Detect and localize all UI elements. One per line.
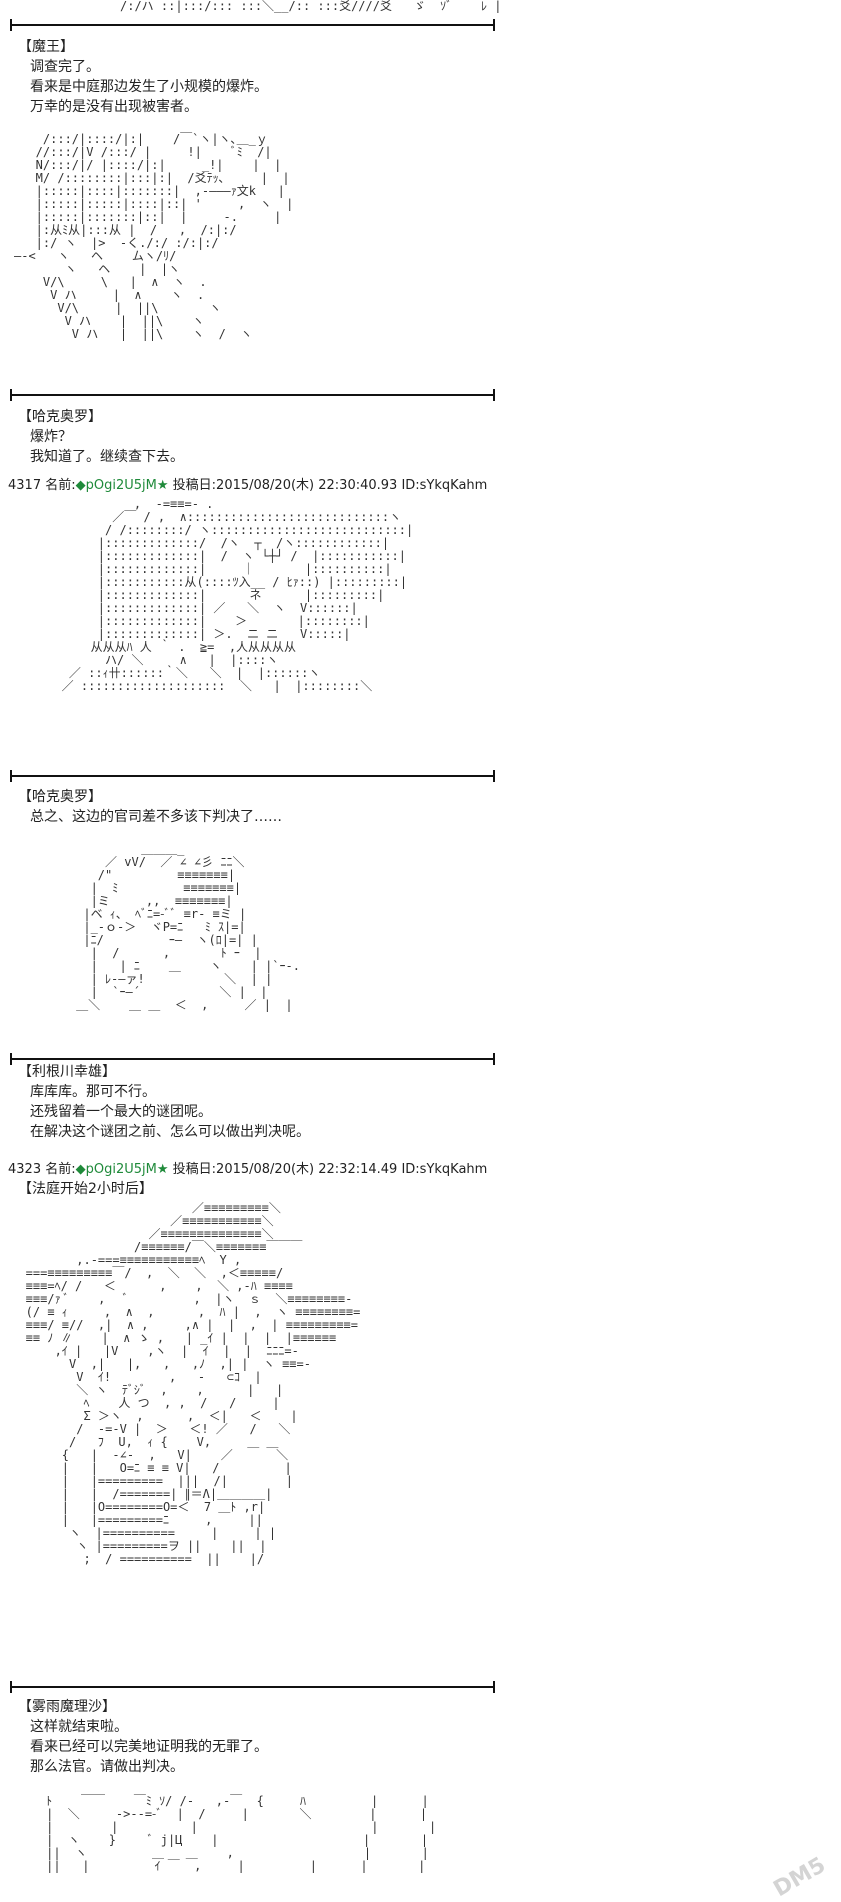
ascii-art-bottom: ﾄ ￣￣ ￣ﾐ ｿ/ /- ,-￣ { ﾊ | | | ＼ ->--=-ﾞ | … xyxy=(46,1794,437,1873)
dialogue-line: 我知道了。继续查下去。 xyxy=(30,449,184,465)
watermark-logo: DM5 xyxy=(768,1852,830,1902)
dialogue-line: 爆炸？ xyxy=(30,429,72,445)
dialogue-line: 万幸的是没有出现被害者。 xyxy=(30,99,198,115)
ascii-art-maou: /:::/|::::/|:| /￣`ヽ|ヽ､＿_ｙ //:::/|V /:::/… xyxy=(14,132,294,341)
dialogue-line: 总之、这边的官司差不多该下判决了…… xyxy=(30,809,282,825)
post-date-label: 投稿日: xyxy=(172,478,217,493)
dialogue-line: 在解决这个谜团之前、怎么可以做出判决呢。 xyxy=(30,1124,310,1140)
post-id: ID:sYkqKahm xyxy=(401,478,488,493)
dialogue-line: 调查完了。 xyxy=(30,59,100,75)
ascii-art-hakuoro: , -=≡≡=- . ／￣ / , ∧:::::::::::::::::::::… xyxy=(61,497,414,693)
post-name-label: 名前: xyxy=(45,478,76,493)
dialogue-line: 库库库。那可不行。 xyxy=(30,1084,156,1100)
speaker-label: 【法庭开始2小时后】 xyxy=(18,1181,153,1197)
dialogue-line: 还残留着一个最大的谜团呢。 xyxy=(30,1104,212,1120)
post-date: 2015/08/20(木) 22:32:14.49 xyxy=(216,1162,398,1177)
divider xyxy=(10,1053,495,1065)
post-trip: ◆pOgi2U5jM★ xyxy=(75,1162,169,1177)
speaker-label: 【雾雨魔理沙】 xyxy=(18,1699,116,1715)
post-id: ID:sYkqKahm xyxy=(401,1162,488,1177)
post-date-label: 投稿日: xyxy=(172,1162,217,1177)
post-trip: ◆pOgi2U5jM★ xyxy=(75,478,169,493)
post-header: 4323 名前:◆pOgi2U5jM★ 投稿日:2015/08/20(木) 22… xyxy=(8,1161,487,1179)
post-name-label: 名前: xyxy=(45,1162,76,1177)
dialogue-line: 看来已经可以完美地证明我的无罪了。 xyxy=(30,1739,268,1755)
ascii-art-marisa: ／≡≡≡≡≡≡≡≡≡＼ ／≡≡≡≡≡≡≡≡≡≡≡＼ ／≡≡≡≡≡≡≡≡≡≡≡≡≡… xyxy=(25,1201,361,1566)
divider xyxy=(10,1681,495,1693)
divider xyxy=(10,389,495,401)
speaker-label: 【利根川幸雄】 xyxy=(18,1064,116,1080)
divider xyxy=(10,19,495,31)
divider xyxy=(10,770,495,782)
dialogue-line: 看来是中庭那边发生了小规模的爆炸。 xyxy=(30,79,268,95)
speaker-label: 【哈克奥罗】 xyxy=(18,409,102,425)
ascii-art-tonegawa: ＿＿＿_ ／ vV/ ／ ∠ ∠彡 ﾆﾆ＼ /" ≡≡≡≡≡≡≡| | ﾐ ≡≡… xyxy=(76,842,300,1012)
post-number[interactable]: 4317 xyxy=(8,478,42,493)
post-date: 2015/08/20(木) 22:30:40.93 xyxy=(216,478,398,493)
speaker-label: 【魔王】 xyxy=(18,39,74,55)
dialogue-line: 这样就结束啦。 xyxy=(30,1719,128,1735)
dialogue-line: 那么法官。请做出判决。 xyxy=(30,1759,184,1775)
post-number[interactable]: 4323 xyxy=(8,1162,42,1177)
ascii-art-top: /:/ハ ::|:::/::: :::＼__/:: :::爻////爻 ゞ ｿﾞ… xyxy=(120,0,502,13)
speaker-label: 【哈克奥罗】 xyxy=(18,789,102,805)
post-header: 4317 名前:◆pOgi2U5jM★ 投稿日:2015/08/20(木) 22… xyxy=(8,477,487,495)
